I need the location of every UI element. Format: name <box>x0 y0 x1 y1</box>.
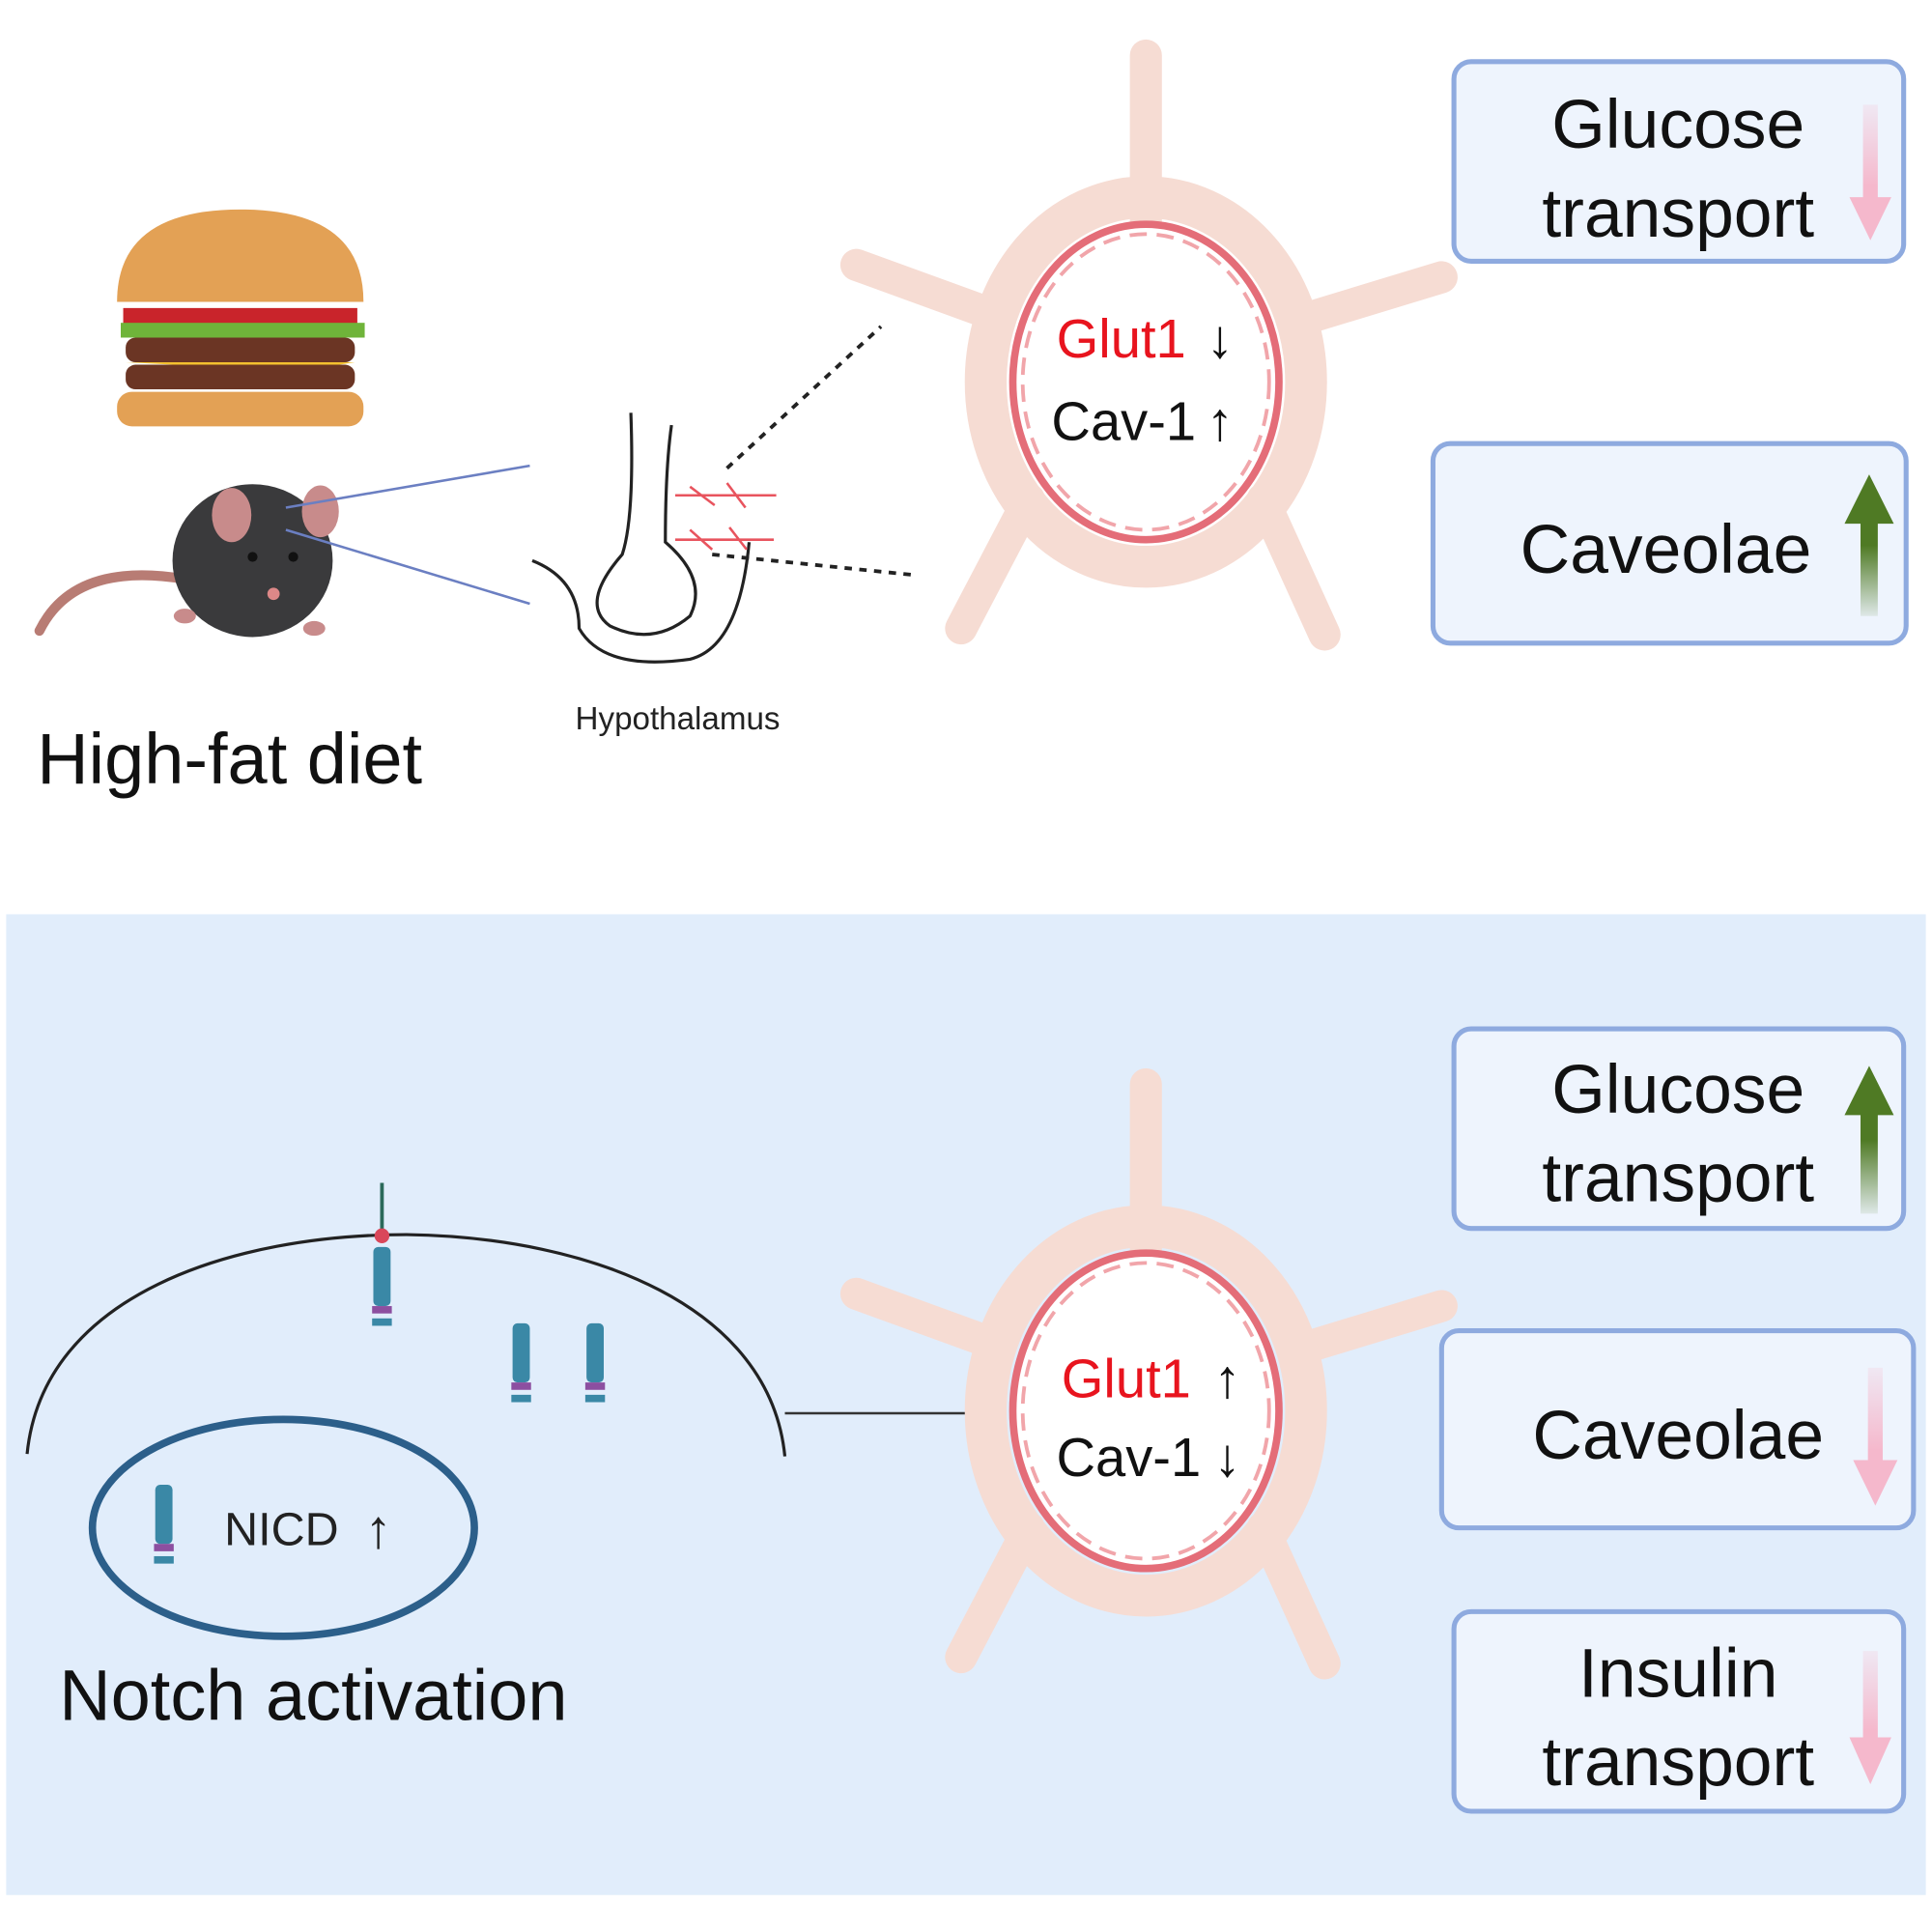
arrow-up-icon: ↑ <box>1207 390 1234 451</box>
bottom-panel: NICD ↑ Notch activation Glut1 ↑ Cav-1 ↓ … <box>6 914 1926 1895</box>
zoom-line <box>285 464 530 509</box>
down-arrow-icon <box>1853 1367 1898 1506</box>
top-panel: Hypothalamus High-fat diet Glut1 ↓ Cav-1… <box>34 55 1909 799</box>
arrow-up-icon: ↑ <box>365 1498 392 1559</box>
cav1-label: Cav-1 <box>1057 1427 1202 1488</box>
box-line1: Caveolae <box>1532 1397 1824 1474</box>
down-arrow-icon <box>1849 104 1891 241</box>
nucleus <box>88 1415 478 1640</box>
box-line1: Glucose <box>1551 1051 1804 1128</box>
nicd-label: NICD <box>224 1503 338 1555</box>
cav1-label: Cav-1 <box>1051 390 1196 451</box>
box-line2: transport <box>1542 1140 1814 1217</box>
zoom-line <box>285 528 530 606</box>
burger-icon <box>117 209 365 427</box>
up-arrow-icon <box>1844 474 1894 616</box>
mouse-icon <box>34 484 339 638</box>
arrow-down-icon: ↓ <box>1207 308 1234 369</box>
box-line1: Glucose <box>1551 86 1804 163</box>
box-line2: transport <box>1542 175 1814 252</box>
glucose-transport-box: Glucose transport <box>1451 1026 1907 1232</box>
box-line1: Insulin <box>1578 1634 1777 1712</box>
box-line1: Caveolae <box>1520 511 1812 588</box>
down-arrow-icon <box>1849 1651 1891 1784</box>
high-fat-diet-title: High-fat diet <box>37 719 422 799</box>
box-line2: transport <box>1542 1723 1814 1801</box>
vessels-icon <box>674 482 777 551</box>
dotted-zoom-line <box>712 553 919 578</box>
glut1-label: Glut1 <box>1057 308 1186 369</box>
cell-membrane <box>25 1233 787 1457</box>
hypothalamus-label: Hypothalamus <box>576 701 781 737</box>
notch-activation-title: Notch activation <box>59 1656 567 1736</box>
up-arrow-icon <box>1844 1065 1894 1214</box>
glut1-label: Glut1 <box>1062 1348 1191 1408</box>
glucose-transport-box: Glucose transport <box>1451 59 1907 264</box>
hypothalamus-outline <box>531 412 752 664</box>
dotted-zoom-line <box>725 325 883 470</box>
caveolae-box: Caveolae <box>1438 1327 1917 1531</box>
membrane-junction <box>374 1228 390 1243</box>
caveolae-box: Caveolae <box>1430 440 1909 646</box>
arrow-up-icon: ↑ <box>1213 1348 1240 1408</box>
arrow-down-icon: ↓ <box>1213 1427 1240 1488</box>
insulin-transport-box: Insulin transport <box>1451 1608 1907 1814</box>
